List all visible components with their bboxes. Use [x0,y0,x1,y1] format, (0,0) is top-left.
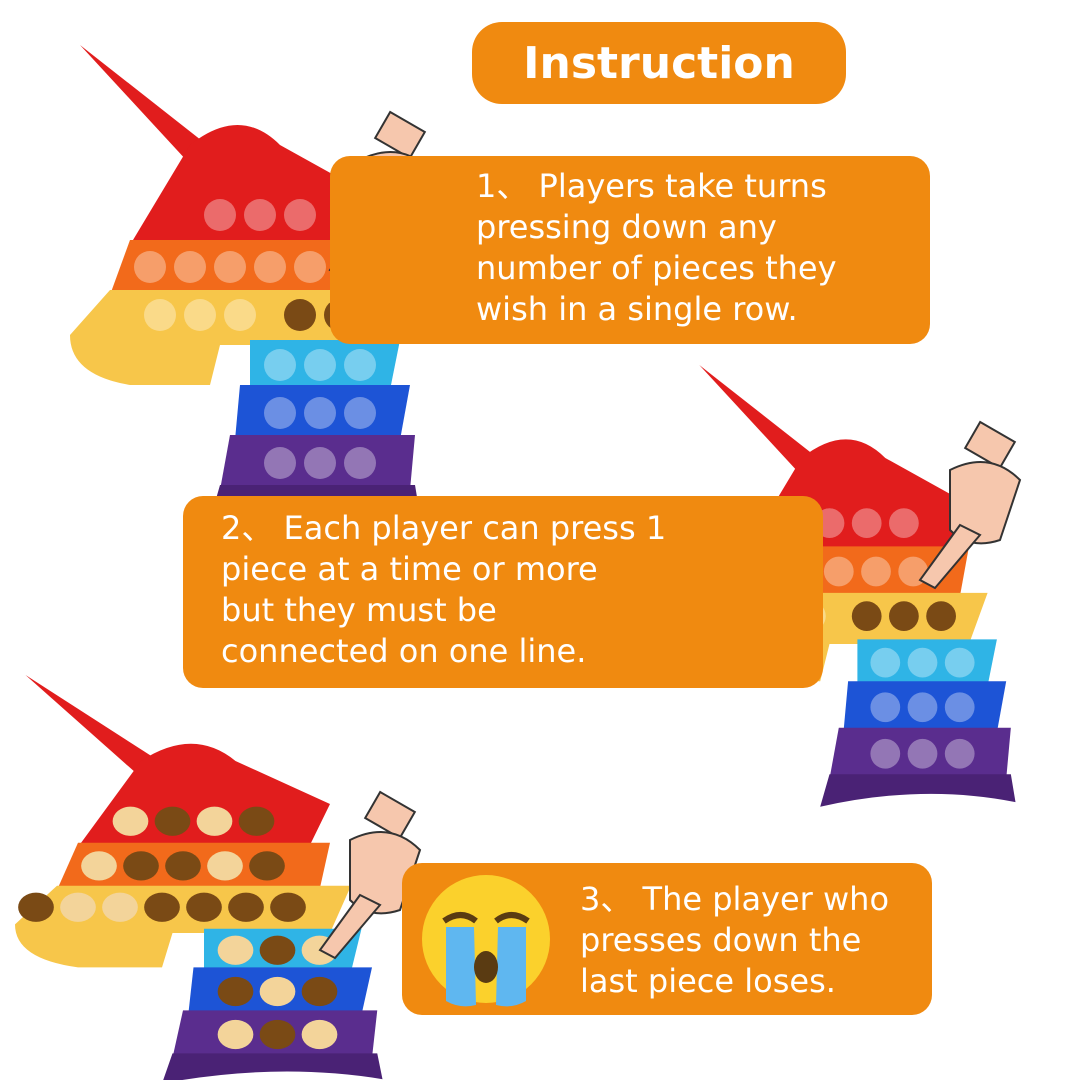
step-3-box: 3、 The player who presses down the last … [402,863,932,1015]
step-2-text: 2、 Each player can press 1 piece at a ti… [221,508,666,672]
step-3-content: The player who presses down the last pie… [580,880,890,1000]
step-1-content: Players take turns pressing down any num… [476,167,837,328]
step-3-text: 3、 The player who presses down the last … [580,879,889,1002]
step-2-content: Each player can press 1 piece at a time … [221,509,667,670]
crying-face-emoji-icon [422,875,550,1007]
step-1-box: 1、 Players take turns pressing down any … [330,156,930,344]
title-pill: Instruction [472,22,846,104]
step-1-number: 1、 [476,167,529,205]
step-2-box: 2、 Each player can press 1 piece at a ti… [183,496,823,688]
page-title: Instruction [523,37,795,89]
step-1-text: 1、 Players take turns pressing down any … [476,166,837,330]
step-2-number: 2、 [221,509,274,547]
step-3-number: 3、 [580,880,633,918]
